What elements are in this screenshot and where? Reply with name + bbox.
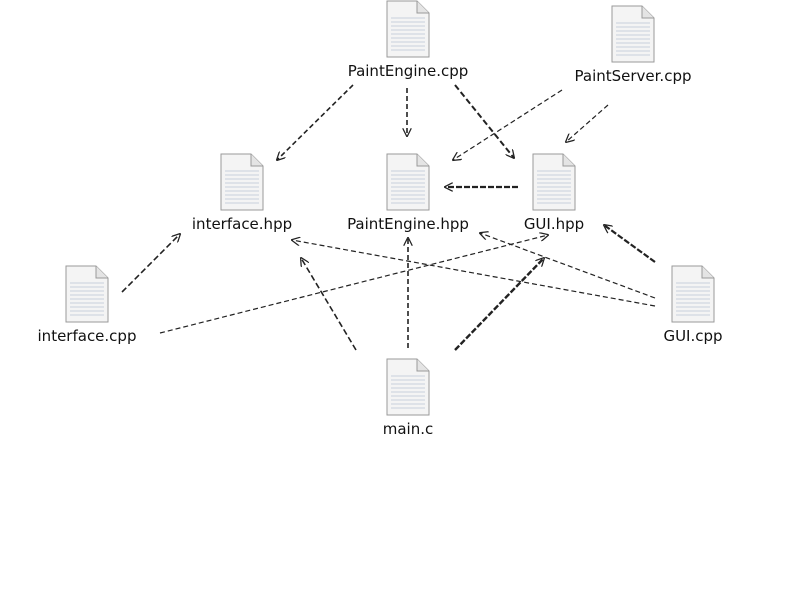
edge-paintserver-cpp-to-gui-hpp <box>566 104 609 142</box>
file-node-main-c[interactable]: main.c <box>328 358 488 438</box>
file-name-label: interface.hpp <box>191 215 293 233</box>
document-icon <box>532 153 576 211</box>
document-icon <box>386 358 430 416</box>
edge-gui-cpp-to-paintengine-hpp <box>480 233 656 299</box>
file-node-gui-hpp[interactable]: GUI.hpp <box>474 153 634 233</box>
file-node-paintengine-hpp[interactable]: PaintEngine.hpp <box>328 153 488 233</box>
file-name-label: PaintEngine.hpp <box>347 215 469 233</box>
edge-main-c-to-interface-hpp <box>301 258 357 351</box>
edge-paintengine-cpp-to-interface-hpp <box>277 84 354 160</box>
file-node-paintserver-cpp[interactable]: PaintServer.cpp <box>553 5 713 85</box>
document-icon <box>386 0 430 58</box>
document-icon <box>386 153 430 211</box>
edge-gui-cpp-to-gui-hpp <box>604 225 656 263</box>
edge-paintserver-cpp-to-paintengine-hpp <box>453 89 563 160</box>
file-node-paintengine-cpp[interactable]: PaintEngine.cpp <box>328 0 488 80</box>
edge-paintengine-cpp-to-gui-hpp <box>454 84 514 158</box>
file-node-interface-hpp[interactable]: interface.hpp <box>162 153 322 233</box>
edge-gui-cpp-to-interface-hpp <box>292 240 656 307</box>
file-node-interface-cpp[interactable]: interface.cpp <box>7 265 167 345</box>
edge-main-c-to-gui-hpp <box>454 258 544 351</box>
file-name-label: GUI.hpp <box>523 215 585 233</box>
document-icon <box>65 265 109 323</box>
file-name-label: main.c <box>382 420 434 438</box>
file-name-label: PaintEngine.cpp <box>347 62 469 80</box>
edge-interface-cpp-to-gui-hpp <box>159 235 548 334</box>
document-icon <box>611 5 655 63</box>
file-name-label: PaintServer.cpp <box>574 67 692 85</box>
document-icon <box>220 153 264 211</box>
document-icon <box>671 265 715 323</box>
edge-interface-cpp-to-interface-hpp <box>121 234 180 293</box>
file-node-gui-cpp[interactable]: GUI.cpp <box>613 265 773 345</box>
file-name-label: interface.cpp <box>37 327 137 345</box>
file-name-label: GUI.cpp <box>663 327 723 345</box>
